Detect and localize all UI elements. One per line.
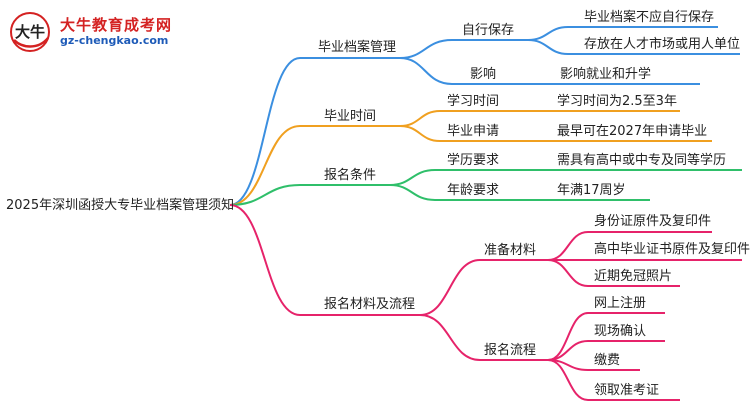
logo-mark-icon: 大牛	[10, 12, 50, 52]
logo-mark-text: 大牛	[15, 23, 45, 41]
materials-process-item: 缴费	[594, 353, 621, 368]
materials-process-item: 领取准考证	[594, 383, 660, 398]
time-apply-item: 最早可在2027年申请毕业	[557, 124, 708, 139]
materials-prepare-item: 近期免冠照片	[594, 269, 673, 284]
branch-materials-label: 报名材料及流程	[324, 297, 416, 312]
conditions-age-item: 年满17周岁	[557, 183, 626, 198]
archive-self-keep-label: 自行保存	[462, 23, 515, 38]
branch-conditions-label: 报名条件	[324, 168, 377, 183]
logo-url: gz-chengkao.com	[60, 34, 169, 47]
archive-influence-item: 影响就业和升学	[560, 67, 652, 82]
archive-self-keep-item: 存放在人才市场或用人单位	[584, 37, 741, 52]
conditions-edu-label: 学历要求	[447, 153, 500, 168]
logo-title: 大牛教育成考网	[60, 16, 173, 34]
materials-prepare-item: 高中毕业证书原件及复印件	[594, 242, 750, 257]
time-study-item: 学习时间为2.5至3年	[557, 94, 677, 109]
materials-process-label: 报名流程	[484, 343, 537, 358]
branch-time-lines	[229, 110, 712, 206]
root-topic: 2025年深圳函授大专毕业档案管理须知	[6, 198, 235, 213]
branch-archive-label: 毕业档案管理	[318, 40, 397, 55]
materials-prepare-label: 准备材料	[484, 243, 537, 258]
branch-conditions-lines	[229, 169, 742, 206]
archive-influence-label: 影响	[470, 67, 497, 82]
branch-time-label: 毕业时间	[324, 109, 377, 124]
materials-process-item: 现场确认	[594, 324, 647, 339]
site-logo[interactable]: 大牛 大牛教育成考网 gz-chengkao.com	[8, 10, 228, 54]
conditions-edu-item: 需具有高中或中专及同等学历	[557, 153, 727, 168]
time-study-label: 学习时间	[447, 94, 500, 109]
time-apply-label: 毕业申请	[447, 124, 500, 139]
archive-self-keep-item: 毕业档案不应自行保存	[584, 10, 715, 25]
materials-prepare-item: 身份证原件及复印件	[594, 214, 712, 229]
branch-materials-lines	[229, 204, 742, 401]
conditions-age-label: 年龄要求	[447, 183, 500, 198]
materials-process-item: 网上注册	[594, 296, 647, 311]
branch-archive-lines	[229, 26, 740, 206]
